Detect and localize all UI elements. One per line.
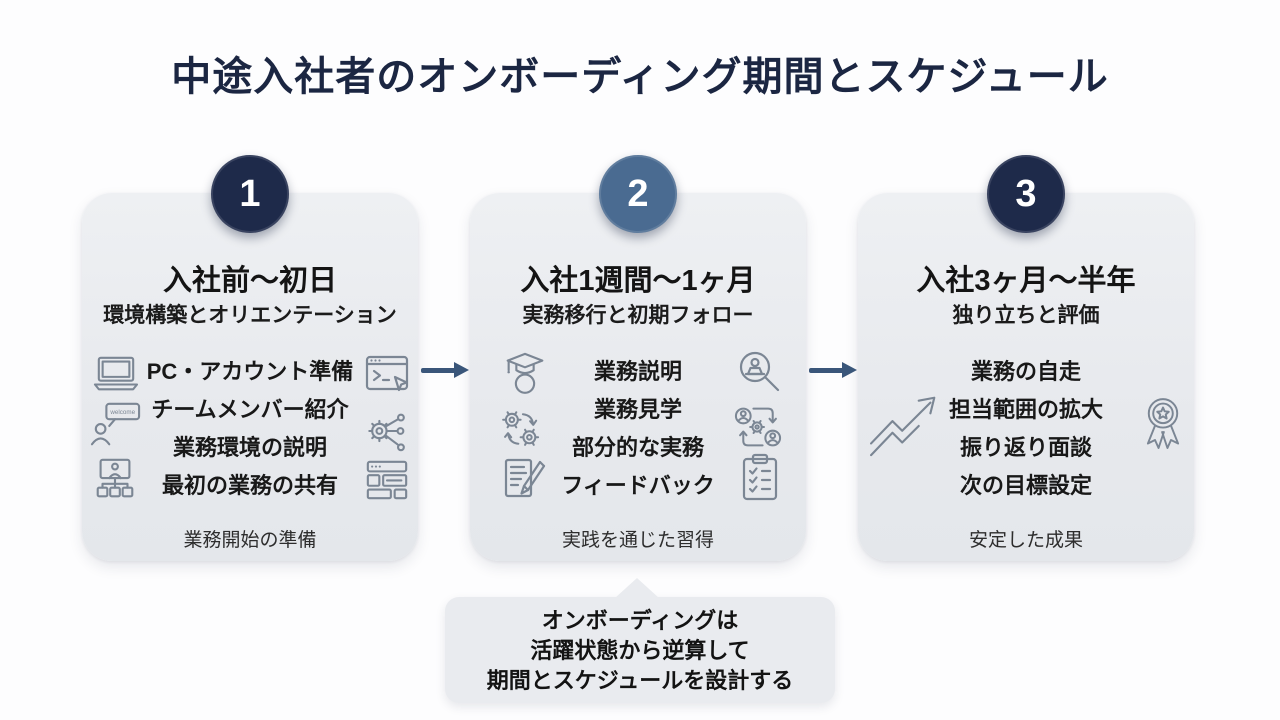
list-item: 次の目標設定 [959,473,1092,498]
browser-layout-icon [363,457,411,503]
step1-footer: 業務開始の準備 [183,530,317,551]
award-ribbon-icon [1138,392,1188,456]
welcome-chat-icon: welcome [88,400,144,450]
page-title: 中途入社者のオンボーディング期間とスケジュール [171,55,1109,99]
gears-exchange-icon [496,406,548,452]
step1-item-list: PC・アカウント準備 チームメンバー紹介 業務環境の説明 最初の業務の共有 [82,353,418,505]
flow-arrow-2-icon [809,362,857,378]
step3-subtitle: 独り立ちと評価 [952,304,1100,327]
step1-subtitle: 環境構築とオリエンテーション [103,304,397,327]
callout-text: オンボーディングは 活躍状態から逆算して 期間とスケジュールを設計する [445,606,835,696]
design-principle-callout: オンボーディングは 活躍状態から逆算して 期間とスケジュールを設計する [445,578,835,703]
list-item: 業務の自走 [970,359,1081,384]
list-item: PC・アカウント準備 [146,359,354,384]
step3-title: 入社3ヶ月〜半年 [916,265,1136,297]
list-item: 最初の業務の共有 [161,473,338,498]
step2-item-list: 業務説明 業務見学 部分的な実務 フィードバック [470,353,806,505]
clipboard-checklist-icon [737,452,783,504]
document-pencil-icon [499,455,549,503]
step3-item-list: 業務の自走 担当範囲の拡大 振り返り面談 次の目標設定 [858,353,1194,505]
step-card-1: 入社前〜初日 環境構築とオリエンテーション PC・アカウント準備 チームメンバー… [82,193,418,561]
callout-line: 期間とスケジュールを設計する [486,668,794,693]
graduate-head-icon [498,350,552,400]
list-item: 担当範囲の拡大 [948,397,1103,422]
step3-footer: 安定した成果 [968,530,1083,551]
laptop-icon [88,353,144,395]
gear-network-icon [362,408,414,454]
step2-title: 入社1週間〜1ヶ月 [520,265,756,297]
step2-subtitle: 実務移行と初期フォロー [522,304,754,327]
list-item: 業務環境の説明 [172,435,327,460]
callout-pointer-icon [615,578,659,598]
step2-number: 2 [627,172,649,215]
list-item: 部分的な実務 [571,435,704,460]
people-rotation-icon [730,404,786,450]
svg-text:welcome: welcome [109,409,135,416]
step3-number-badge: 3 [987,155,1065,233]
list-item: チームメンバー紹介 [151,397,349,422]
list-item: フィードバック [561,473,715,498]
callout-line: オンボーディングは [541,608,739,633]
callout-line: 活躍状態から逆算して [530,638,750,663]
org-chart-icon [90,456,140,504]
step-card-3: 入社3ヶ月〜半年 独り立ちと評価 業務の自走 担当範囲の拡大 振り返り面談 次の… [858,193,1194,561]
step-card-2: 入社1週間〜1ヶ月 実務移行と初期フォロー 業務説明 業務見学 部分的な実務 フ… [470,193,806,561]
list-item: 業務見学 [593,397,682,422]
step1-number-badge: 1 [211,155,289,233]
terminal-window-icon [362,351,412,399]
step2-footer: 実践を通じた習得 [561,530,714,551]
trend-up-arrow-icon [866,389,952,459]
step3-number: 3 [1015,172,1037,215]
list-item: 業務説明 [593,359,682,384]
step1-number: 1 [239,172,261,215]
step2-number-badge: 2 [599,155,677,233]
magnifier-person-icon [732,347,788,397]
flow-arrow-1-icon [421,362,469,378]
step1-title: 入社前〜初日 [162,265,337,297]
list-item: 振り返り面談 [959,435,1092,460]
